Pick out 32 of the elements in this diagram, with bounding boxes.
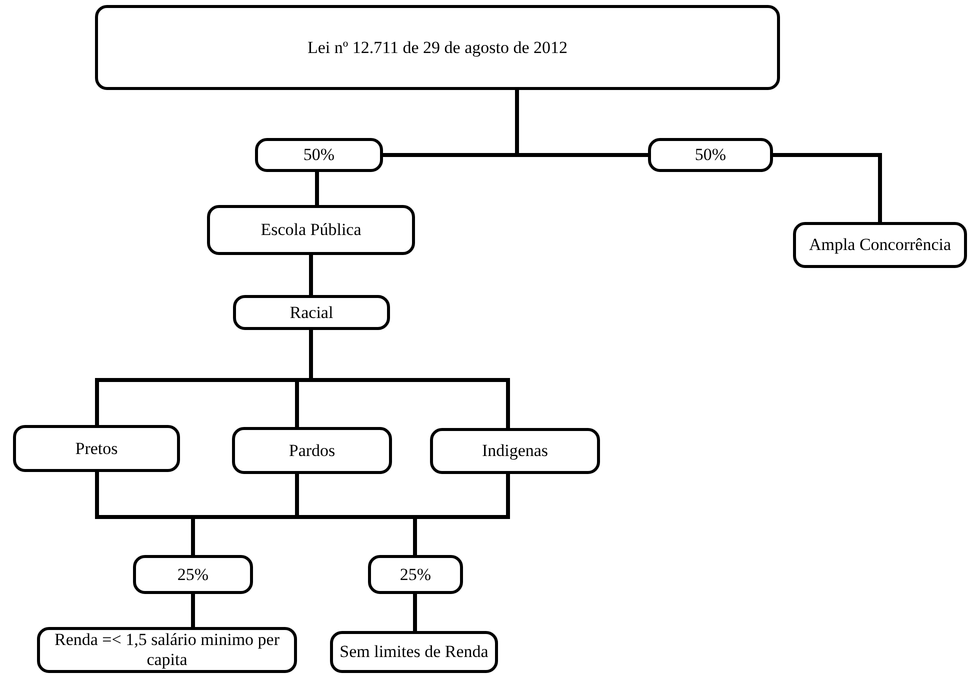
connector-line [309,255,313,295]
node-label: Pardos [288,440,336,460]
node-label: Sem limites de Renda [340,642,488,662]
process-box [95,5,780,90]
node-label: Lei nº 12.711 de 29 de agosto de 2012 [307,38,568,58]
node-label: Renda =< 1,5 salário minimo per capita [53,630,281,670]
node-label: 25% [400,564,432,584]
node-label: 50% [303,145,335,165]
process-box [793,222,967,268]
connector-line [773,153,882,222]
node-label: Racial [290,302,334,322]
process-box [207,205,415,255]
process-box [232,427,392,474]
node-label: Ampla Concorrência [808,235,952,255]
process-box [430,428,600,474]
node-label: Indigenas [482,441,548,461]
node-label: Escola Pública [260,220,362,240]
node-label: 50% [694,145,726,165]
connector-line [309,330,510,428]
node-label: 25% [177,564,209,584]
process-box [330,631,498,673]
percentage-box [133,555,253,594]
percentage-box [648,138,773,172]
process-box [233,295,390,330]
process-box [13,425,180,472]
process-box [37,627,297,673]
percentage-box [255,138,383,172]
connector-line [413,594,417,631]
connector-line [191,594,195,627]
connector-line [315,172,319,205]
percentage-box [368,555,463,594]
node-label: Pretos [75,438,118,458]
